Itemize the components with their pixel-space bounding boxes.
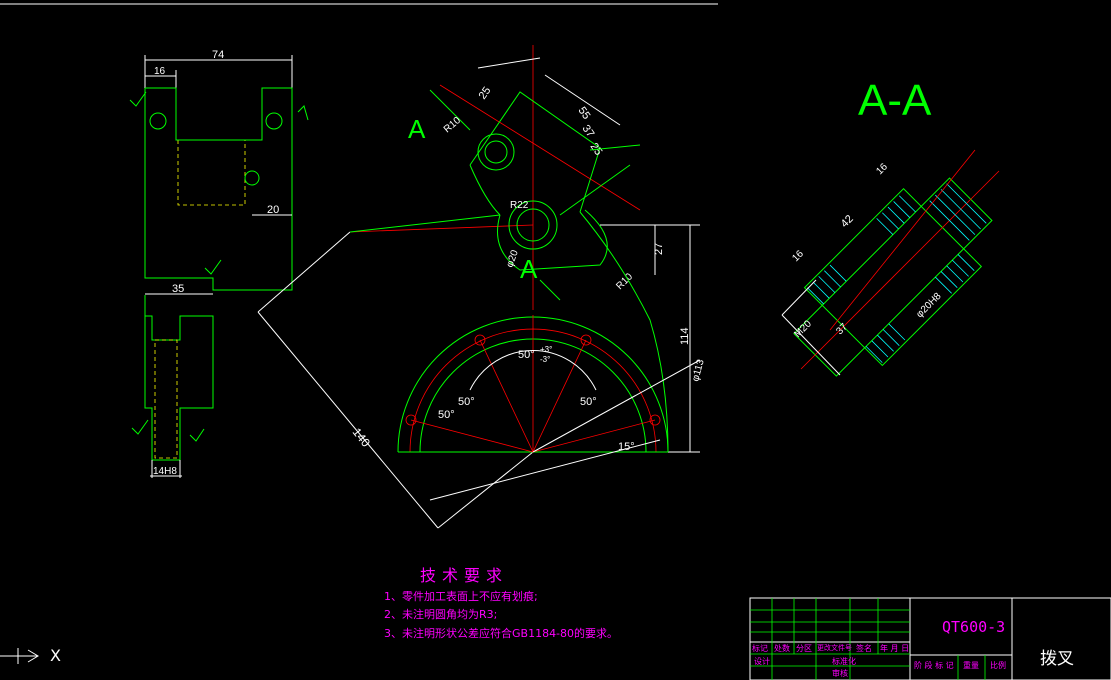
tb-scale: 比例	[990, 661, 1006, 670]
dim-27: 27	[653, 243, 665, 255]
tb-row-standard: 标准化	[832, 657, 856, 666]
tb-header-count: 处数	[774, 644, 790, 653]
sec-dim-37: 37	[834, 321, 850, 337]
dim-25: 25	[477, 85, 494, 102]
section-title: A-A	[858, 76, 932, 125]
sec-dim-phi20h8: φ20H8	[914, 291, 944, 321]
tol-minus: -3°	[540, 355, 550, 364]
tb-header-mark: 标记	[752, 644, 768, 653]
dim-20: 20	[267, 204, 279, 216]
title-block-lines	[749, 597, 1111, 680]
sec-dim-16: 16	[874, 161, 890, 177]
dim-14h8: 14H8	[153, 466, 177, 477]
dim-55: 55	[576, 105, 593, 122]
dim-16: 16	[154, 66, 166, 77]
tb-header-zone: 分区	[796, 644, 812, 653]
note-item-3: 3、未注明形状公差应符合GB1184-80的要求。	[384, 627, 619, 640]
tol-plus: +3°	[540, 345, 552, 354]
side-view: 74 16 20 35 14H8	[129, 49, 309, 478]
dim-50d: 50°	[580, 396, 597, 408]
part-name: 拨叉	[1040, 649, 1074, 669]
dim-50c: 50°	[438, 409, 455, 421]
notes-title: 技术要求	[420, 566, 509, 585]
dim-r22: R22	[510, 200, 529, 211]
dim-114: 114	[679, 327, 691, 345]
section-aa: A-A	[781, 76, 1000, 377]
sec-dim-42: 42	[839, 213, 856, 230]
dim-50b: 50°	[458, 396, 475, 408]
dim-phi113: φ113	[690, 358, 707, 383]
dim-r10: R10	[442, 115, 463, 136]
tb-header-date: 年 月 日	[880, 644, 910, 653]
tb-header-sign: 签名	[856, 644, 872, 653]
dim-37: 37	[580, 123, 597, 140]
front-view: A A 25 55 37 25 R10 R22 φ20 R10 27 114 1…	[257, 45, 707, 529]
ucs-x-label: X	[50, 646, 61, 665]
sec-dim-16b: 16	[790, 248, 806, 264]
tb-header-docno: 更改文件号	[817, 644, 852, 652]
tb-stage: 阶 段 标 记	[914, 661, 954, 670]
ucs-icon	[0, 648, 39, 664]
dim-74: 74	[212, 49, 224, 61]
cut-label-a-top: A	[408, 114, 426, 144]
hatch-pattern	[807, 183, 987, 363]
material-label: QT600-3	[942, 618, 1006, 636]
note-item-2: 2、未注明圆角均为R3;	[384, 608, 498, 621]
cut-label-a-bottom: A	[520, 254, 538, 284]
note-item-1: 1、零件加工表面上不应有划痕;	[384, 590, 538, 603]
tb-row-review: 审核	[832, 669, 848, 678]
dim-50a: 50°	[518, 349, 535, 361]
tb-row-design: 设计	[754, 657, 770, 666]
dim-35: 35	[172, 283, 184, 295]
dim-phi20: φ20	[504, 248, 521, 269]
tb-weight: 重量	[963, 661, 979, 670]
